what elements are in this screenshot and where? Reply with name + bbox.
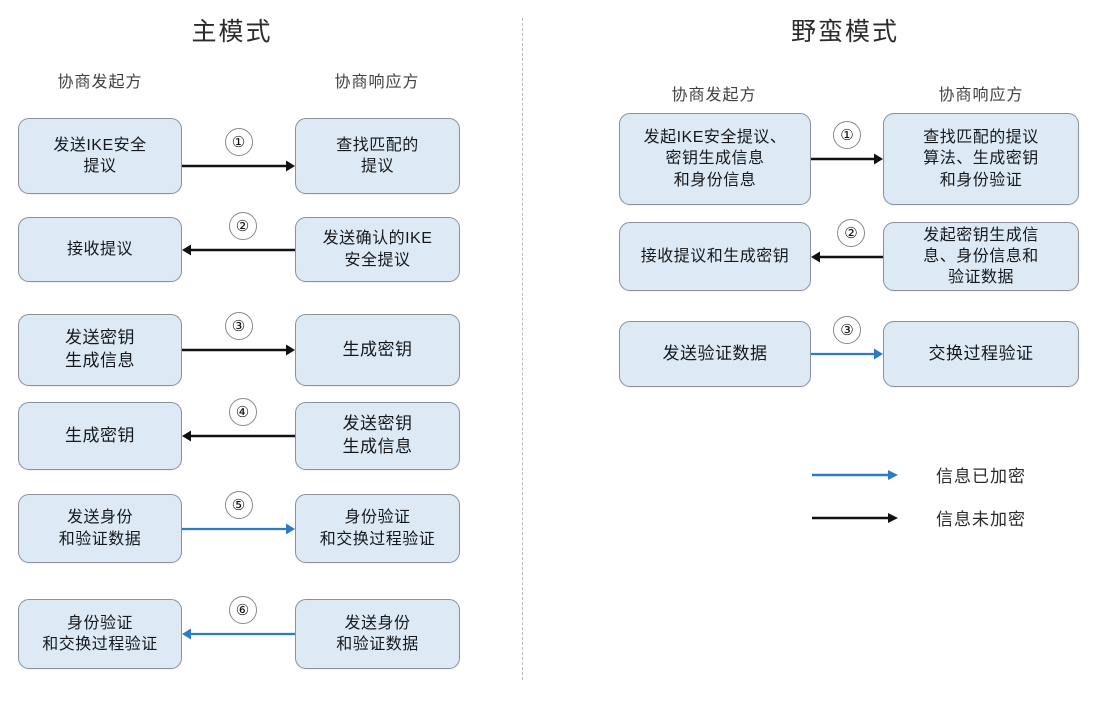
node-main-mode-row3-right[interactable]: 生成密钥	[295, 314, 460, 386]
legend-label-unencrypted: 信息未加密	[936, 510, 1026, 529]
legend-label-encrypted: 信息已加密	[936, 467, 1026, 486]
node-main-mode-row6-right[interactable]: 发送身份 和验证数据	[295, 599, 460, 669]
node-main-mode-row3-left[interactable]: 发送密钥 生成信息	[18, 314, 182, 386]
role-label-initiator-main-mode: 协商发起方	[57, 74, 143, 91]
node-main-mode-row2-right[interactable]: 发送确认的IKE 安全提议	[295, 217, 460, 282]
node-main-mode-row4-right[interactable]: 发送密钥 生成信息	[295, 402, 460, 470]
step-number-main-mode-5: ⑤	[224, 490, 253, 519]
arrow-main-mode-step3-plain	[182, 338, 295, 362]
step-number-main-mode-4: ④	[228, 398, 257, 426]
legend-arrow-unencrypted-icon	[812, 510, 898, 526]
role-label-responder-main-mode: 协商响应方	[334, 74, 420, 91]
arrow-aggressive-mode-step3-encrypted	[811, 342, 883, 366]
panel-title-main-mode: 主模式	[191, 18, 273, 46]
node-aggressive-mode-row2-left[interactable]: 接收提议和生成密钥	[619, 222, 811, 291]
node-aggressive-mode-row1-left[interactable]: 发起IKE安全提议、 密钥生成信息 和身份信息	[619, 113, 811, 205]
node-main-mode-row5-left[interactable]: 发送身份 和验证数据	[18, 494, 182, 563]
node-main-mode-row1-right[interactable]: 查找匹配的 提议	[295, 118, 460, 194]
step-number-main-mode-1: ①	[224, 128, 253, 156]
node-aggressive-mode-row1-right[interactable]: 查找匹配的提议 算法、生成密钥 和身份验证	[883, 113, 1079, 205]
arrow-main-mode-step2-plain	[182, 238, 295, 262]
arrow-main-mode-step4-plain	[182, 424, 295, 448]
legend-arrow-encrypted-icon	[812, 467, 898, 483]
legend-row-unencrypted: 信息未加密	[812, 505, 1026, 530]
step-number-main-mode-3: ③	[224, 312, 253, 340]
arrow-aggressive-mode-step2-plain	[811, 245, 883, 269]
role-label-initiator-aggressive-mode: 协商发起方	[671, 87, 757, 104]
arrow-main-mode-step5-encrypted	[182, 517, 295, 541]
node-main-mode-row5-right[interactable]: 身份验证 和交换过程验证	[295, 494, 460, 563]
legend-row-encrypted: 信息已加密	[812, 462, 1026, 487]
step-number-aggressive-mode-3: ③	[833, 316, 861, 344]
step-number-main-mode-6: ⑥	[228, 596, 257, 624]
role-label-responder-aggressive-mode: 协商响应方	[938, 87, 1024, 104]
step-number-aggressive-mode-1: ①	[833, 121, 861, 149]
node-main-mode-row4-left[interactable]: 生成密钥	[18, 402, 182, 470]
arrow-aggressive-mode-step1-plain	[811, 147, 883, 171]
panel-divider	[522, 18, 523, 680]
step-number-aggressive-mode-2: ②	[837, 218, 865, 247]
panel-title-aggressive-mode: 野蛮模式	[790, 18, 900, 46]
node-main-mode-row1-left[interactable]: 发送IKE安全 提议	[18, 118, 182, 194]
node-main-mode-row2-left[interactable]: 接收提议	[18, 217, 182, 282]
node-aggressive-mode-row3-right[interactable]: 交换过程验证	[883, 321, 1079, 387]
node-aggressive-mode-row3-left[interactable]: 发送验证数据	[619, 321, 811, 387]
step-number-main-mode-2: ②	[228, 211, 257, 240]
arrow-main-mode-step6-encrypted	[182, 622, 295, 646]
arrow-main-mode-step1-plain	[182, 154, 295, 178]
node-main-mode-row6-left[interactable]: 身份验证 和交换过程验证	[18, 599, 182, 669]
node-aggressive-mode-row2-right[interactable]: 发起密钥生成信 息、身份信息和 验证数据	[883, 222, 1079, 291]
